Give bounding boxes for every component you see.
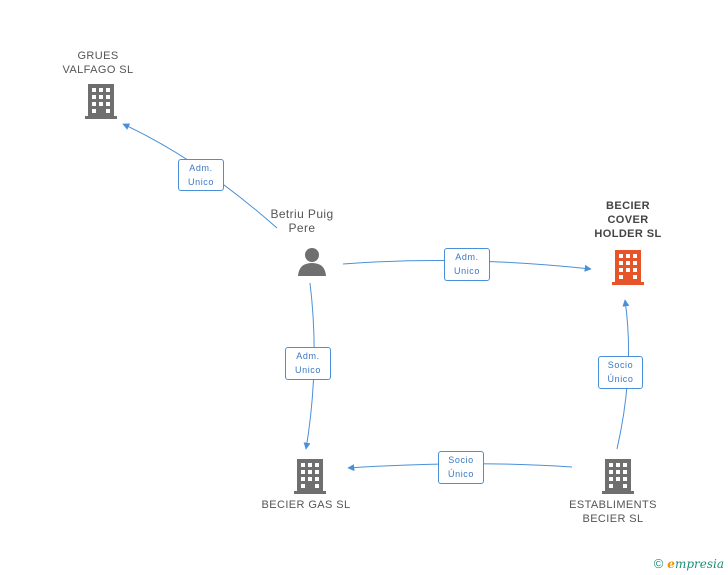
- building-icon[interactable]: [602, 458, 634, 494]
- brand-logo: empresia: [667, 556, 724, 571]
- node-label-establiments: ESTABLIMENTS BECIER SL: [569, 499, 657, 525]
- copyright-icon: ©: [653, 556, 664, 571]
- building-icon[interactable]: [612, 249, 644, 285]
- node-label-betriu: Betriu Puig Pere: [270, 207, 334, 235]
- edge-label-establiments-gas: Socio Único: [438, 451, 484, 484]
- edge-label-establiments-cover: Socio Único: [598, 356, 643, 389]
- footer-brand[interactable]: © empresia: [654, 556, 724, 571]
- building-icon[interactable]: [294, 458, 326, 494]
- node-label-gas: BECIER GAS SL: [261, 499, 351, 511]
- person-icon[interactable]: [297, 246, 327, 276]
- node-label-cover: BECIER COVER HOLDER SL: [594, 200, 662, 240]
- edge-label-betriu-cover: Adm. Unico: [444, 248, 490, 281]
- edge-label-betriu-grues: Adm. Unico: [178, 159, 224, 191]
- node-label-grues: GRUES VALFAGO SL: [62, 50, 134, 76]
- edge-label-betriu-gas: Adm. Unico: [285, 347, 331, 380]
- building-icon[interactable]: [85, 83, 117, 119]
